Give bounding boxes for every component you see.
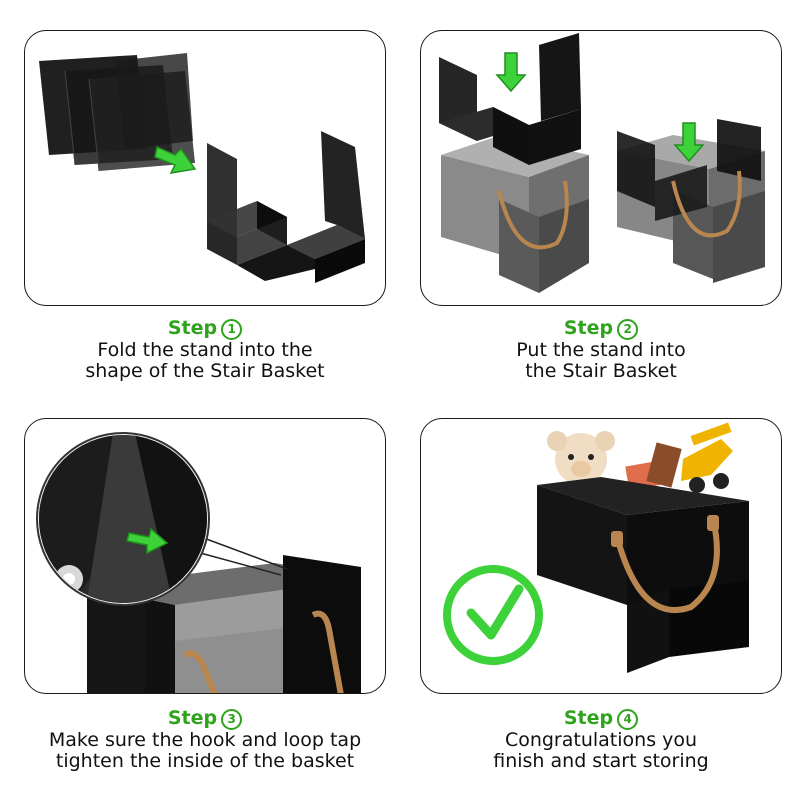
basket-interior	[87, 555, 361, 693]
step-1-line-1: Fold the stand into the	[97, 339, 313, 361]
callout-line	[192, 550, 282, 576]
step-2-line-1: Put the stand into	[516, 339, 686, 361]
magnifier-callout	[36, 432, 210, 606]
step-2-illustration	[439, 33, 765, 293]
finished-basket	[537, 477, 749, 673]
step-2-panel	[420, 30, 782, 306]
folded-stand	[207, 131, 365, 283]
step-number-badge: 1	[221, 319, 243, 340]
step-number-badge: 4	[617, 709, 639, 730]
step-4-panel	[420, 418, 782, 694]
step-3-line-1: Make sure the hook and loop tap	[48, 729, 362, 751]
callout-line	[200, 536, 288, 570]
step-4-line-1: Congratulations you	[504, 729, 698, 751]
step-4-illustration	[443, 422, 749, 673]
step-number-badge: 3	[221, 709, 243, 730]
step-1-panel	[24, 30, 386, 306]
gray-basket-left	[441, 135, 589, 293]
step-1-illustration	[39, 53, 365, 283]
step-4-line-2: finish and start storing	[493, 750, 709, 772]
green-arrow-icon	[126, 527, 169, 555]
step-1-line-2: shape of the Stair Basket	[85, 360, 325, 382]
checkmark-icon	[443, 565, 543, 665]
green-arrow-icon	[495, 52, 527, 93]
stand-above-left	[439, 33, 581, 165]
step-3-panel	[24, 418, 386, 694]
green-arrow-icon	[154, 145, 197, 174]
step-number-badge: 2	[617, 319, 639, 340]
step-3-line-2: tighten the inside of the basket	[55, 750, 355, 772]
step-2-line-2: the Stair Basket	[525, 360, 677, 382]
step-3-illustration	[36, 432, 361, 693]
green-arrow-icon	[673, 122, 705, 163]
flat-sheet	[115, 53, 193, 149]
